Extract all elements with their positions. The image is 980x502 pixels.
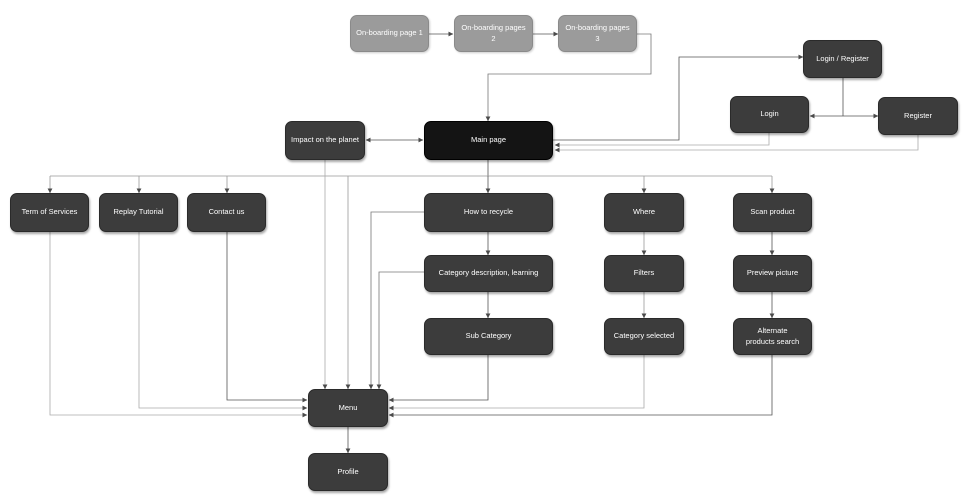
node-onboarding-pages-3[interactable]: On-boarding pages 3	[558, 15, 637, 52]
edge-login-main	[554, 133, 770, 148]
node-main-page[interactable]: Main page	[424, 121, 553, 160]
edge-main-login-register	[553, 54, 804, 141]
edge-onboarding3-main	[485, 33, 652, 122]
edge-replay-menu	[138, 232, 308, 411]
node-onboarding-pages-2[interactable]: On-boarding pages 2	[454, 15, 533, 52]
node-where[interactable]: Where	[604, 193, 684, 232]
node-category-description[interactable]: Category description, learning	[424, 255, 553, 292]
edge-terms-menu	[49, 232, 308, 418]
edge-category-selected-menu	[388, 355, 645, 411]
node-scan-product[interactable]: Scan product	[733, 193, 812, 232]
node-how-to-recycle[interactable]: How to recycle	[424, 193, 553, 232]
node-alternate-products-search[interactable]: Alternate products search	[733, 318, 812, 355]
node-login-register[interactable]: Login / Register	[803, 40, 882, 78]
node-onboarding-page-1[interactable]: On-boarding page 1	[350, 15, 429, 52]
node-contact-us[interactable]: Contact us	[187, 193, 266, 232]
node-sub-category[interactable]: Sub Category	[424, 318, 553, 355]
node-profile[interactable]: Profile	[308, 453, 388, 491]
edge-register-main	[554, 135, 919, 153]
node-impact-on-the-planet[interactable]: Impact on the planet	[285, 121, 365, 160]
node-preview-picture[interactable]: Preview picture	[733, 255, 812, 292]
node-filters[interactable]: Filters	[604, 255, 684, 292]
node-register[interactable]: Register	[878, 97, 958, 135]
node-login[interactable]: Login	[730, 96, 809, 133]
edge-sub-menu	[388, 355, 489, 403]
node-category-selected[interactable]: Category selected	[604, 318, 684, 355]
edge-contact-menu	[226, 232, 308, 403]
node-menu[interactable]: Menu	[308, 389, 388, 427]
edge-how-menu	[368, 211, 424, 390]
edge-alternate-menu	[388, 355, 773, 418]
node-term-of-services[interactable]: Term of Services	[10, 193, 89, 232]
node-replay-tutorial[interactable]: Replay Tutorial	[99, 193, 178, 232]
edge-category-menu	[376, 271, 424, 390]
